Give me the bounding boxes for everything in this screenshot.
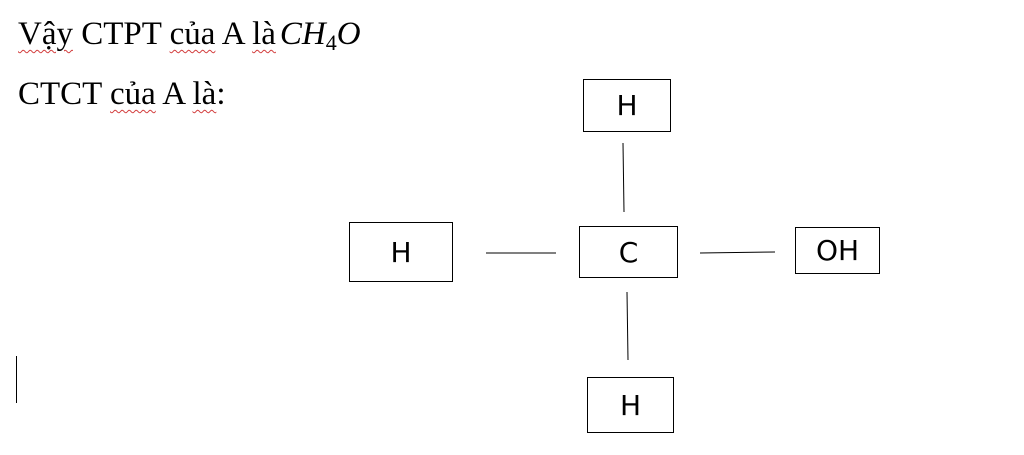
- atom-label: C: [618, 235, 639, 269]
- line-text: CTCT: [18, 76, 110, 112]
- atom-label: H: [390, 235, 412, 269]
- spellcheck-word: Vậy: [18, 16, 73, 52]
- atom-box-right-oh: OH: [795, 227, 880, 274]
- atom-box-center-c: C: [579, 226, 678, 278]
- text-cursor[interactable]: [16, 356, 17, 403]
- atom-box-bottom-h: H: [587, 377, 674, 433]
- formula-part: O: [336, 16, 361, 52]
- ctct-line: CTCT của A là:: [18, 78, 226, 111]
- atom-label: H: [619, 388, 642, 422]
- atom-label: H: [616, 89, 638, 122]
- bond-top: [622, 142, 625, 213]
- line-text: A: [215, 16, 253, 52]
- spellcheck-word: là: [252, 16, 276, 52]
- formula-part: CH: [279, 16, 326, 52]
- molecular-formula: CH4O: [279, 16, 361, 55]
- atom-label: OH: [815, 234, 860, 267]
- spellcheck-word: của: [169, 16, 216, 52]
- line-text: A: [155, 76, 193, 112]
- atom-box-top-h: H: [583, 79, 671, 132]
- line-text: :: [216, 76, 226, 112]
- spellcheck-word: của: [110, 76, 156, 112]
- line-text: CTPT: [72, 16, 170, 52]
- formula-subscript: 4: [325, 30, 337, 55]
- bond-right: [699, 251, 776, 254]
- spellcheck-word: là: [192, 76, 217, 112]
- bond-bottom: [626, 291, 629, 361]
- atom-box-left-h: H: [349, 222, 453, 282]
